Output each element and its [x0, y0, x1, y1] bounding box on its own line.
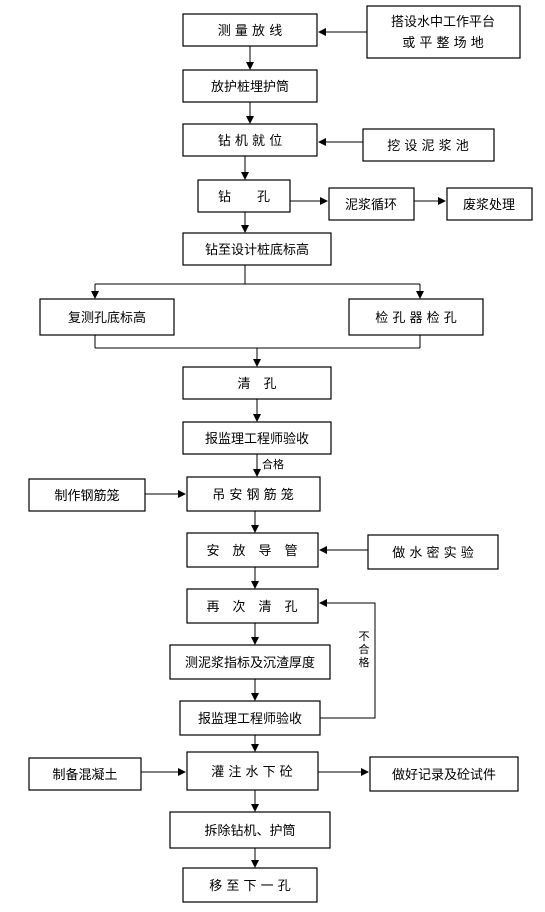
step-label-rig-position: 钻 机 就 位: [218, 134, 282, 149]
step-label-lift-cage: 吊 安 钢 筋 笼: [212, 487, 294, 503]
step-label-waste-mud: 废浆处理: [463, 197, 515, 213]
step-box-platform: [366, 5, 521, 59]
step-label-report-2: 报监理工程师验收: [198, 711, 302, 727]
step-label-remeasure: 复测孔底标高: [68, 310, 146, 326]
step-box-prepare-concrete: [28, 757, 142, 791]
step-box-report-2: [179, 700, 321, 736]
step-label-platform-line1: 搭设水中工作平台: [391, 14, 495, 30]
step-box-install-pipe: [186, 532, 319, 568]
step-box-records: [369, 756, 519, 792]
unqualified-label-2: 合: [359, 642, 370, 656]
step-box-mud-circulation: [328, 187, 415, 221]
step-box-waste-mud: [446, 187, 533, 221]
step-label-install-pipe: 安 放 导 管: [206, 544, 297, 559]
step-label-hole-check: 检 孔 器 检 孔: [375, 311, 457, 326]
unqualified-label-3: 格: [359, 655, 370, 669]
step-box-survey: [182, 13, 318, 47]
step-label-casing: 放护桩埋护筒: [211, 79, 289, 95]
step-label-records: 做好记录及砼试件: [392, 768, 496, 783]
step-box-reclean: [186, 588, 319, 624]
step-box-make-cage: [28, 478, 146, 512]
step-label-pour: 灌 注 水 下 砼: [211, 765, 293, 780]
step-label-prepare-concrete: 制备混凝土: [52, 767, 117, 783]
step-box-mud-pit: [362, 128, 495, 162]
step-box-water-test: [367, 534, 499, 570]
step-box-rig-position: [182, 123, 318, 157]
step-box-hole-check: [348, 298, 484, 336]
step-label-platform-line2: 或 平 整 场 地: [402, 36, 484, 51]
step-label-survey: 测 量 放 线: [218, 24, 282, 39]
step-label-drill: 钻 孔: [218, 190, 270, 205]
step-label-measure-mud: 测泥浆指标及沉渣厚度: [185, 655, 315, 671]
step-label-water-test: 做 水 密 实 验: [392, 545, 474, 561]
step-box-clean: [182, 366, 332, 400]
step-box-remove: [169, 811, 331, 849]
step-box-lift-cage: [186, 476, 321, 512]
step-label-make-cage: 制作钢筋笼: [54, 488, 119, 504]
step-label-mud-circulation: 泥浆循环: [345, 198, 397, 213]
step-box-measure-mud: [169, 644, 331, 680]
qualified-label: 合格: [262, 457, 284, 471]
step-box-drill-to-depth: [182, 232, 332, 266]
step-box-drill: [197, 179, 291, 213]
step-box-remeasure: [39, 298, 175, 336]
step-label-reclean: 再 次 清 孔: [206, 599, 297, 615]
step-box-move: [182, 867, 318, 903]
step-label-report-1: 报监理工程师验收: [205, 431, 309, 447]
step-label-drill-to-depth: 钻至设计桩底标高: [205, 242, 309, 258]
step-label-move: 移 至 下 一 孔: [209, 879, 291, 894]
step-label-remove: 拆除钻机、护筒: [204, 823, 295, 839]
step-box-pour: [186, 751, 319, 791]
step-label-clean: 清 孔: [237, 377, 276, 392]
arrow-unqualified-loop: [319, 599, 376, 719]
step-label-mud-pit: 挖 设 泥 浆 池: [387, 139, 469, 154]
unqualified-label-1: 不: [359, 630, 370, 643]
